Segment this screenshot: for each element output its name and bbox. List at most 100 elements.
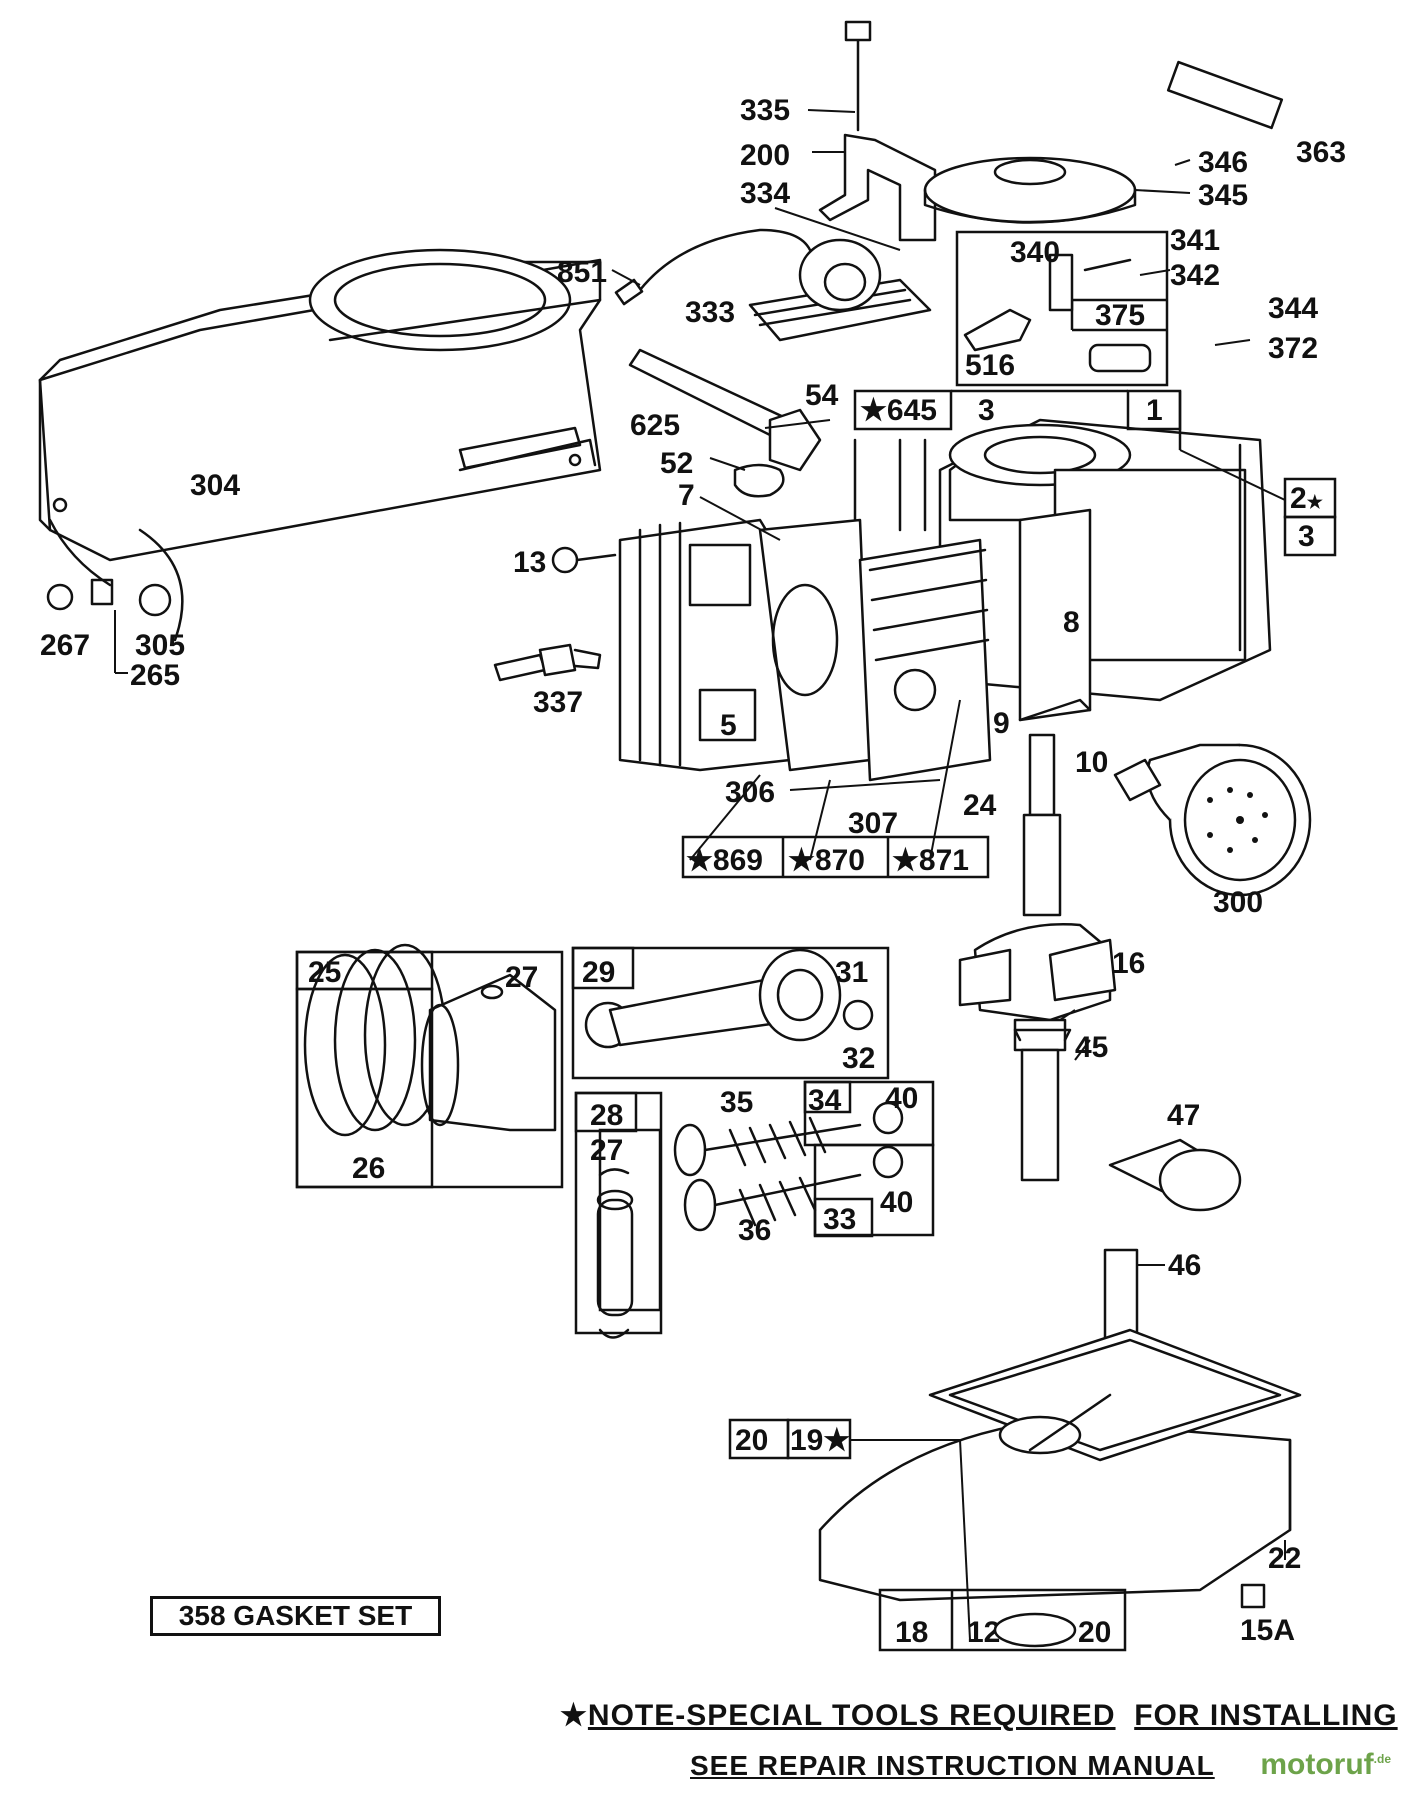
wrist-pin-part: [596, 1168, 634, 1339]
callout-52: 52: [660, 447, 693, 480]
callout-54: 54: [805, 379, 839, 412]
callout-32: 32: [842, 1042, 875, 1075]
label-box-645: [853, 389, 953, 431]
callout-363: 363: [1296, 136, 1346, 169]
crankcase-base-part: [818, 1328, 1302, 1602]
note-text-part2: FOR INSTALLING: [1134, 1699, 1398, 1732]
callout-870: ★870: [788, 844, 865, 877]
label-box-34: [803, 1080, 852, 1114]
callout-20b: 20: [1078, 1616, 1111, 1649]
callout-345: 345: [1198, 179, 1248, 212]
callout-346: 346: [1198, 146, 1248, 179]
callout-516: 516: [965, 349, 1015, 382]
callout-36: 36: [738, 1214, 771, 1247]
callout-33: 33: [823, 1203, 856, 1236]
callout-22: 22: [1268, 1542, 1301, 1575]
cylinder-head-part: [618, 508, 1092, 782]
callout-13: 13: [513, 546, 546, 579]
callout-851: 851: [557, 256, 607, 289]
connecting-rod-box: [571, 946, 890, 1080]
callout-10: 10: [1075, 746, 1108, 779]
callout-24: 24: [963, 789, 997, 822]
callout-342: 342: [1170, 259, 1220, 292]
connecting-rod-part: [584, 948, 874, 1049]
watermark-logo: motoruf.de: [1260, 1748, 1391, 1781]
callout-305: 305: [135, 629, 185, 662]
cover-plate-part: [923, 60, 1284, 224]
callout-1: 1: [1146, 394, 1163, 427]
callout-27a: 27: [505, 961, 538, 994]
oil-seal-part: [993, 1612, 1077, 1648]
callout-300: 300: [1213, 886, 1263, 919]
callout-267: 267: [40, 629, 90, 662]
callout-7: 7: [678, 479, 695, 512]
callout-25: 25: [308, 956, 341, 989]
head-bolt-part: [551, 546, 617, 574]
gasket-set-label: 358 GASKET SET: [150, 1596, 441, 1636]
piston-part: [303, 943, 557, 1137]
governor-parts-box: [955, 230, 1169, 387]
callout-34: 34: [808, 1084, 842, 1117]
callout-871: ★871: [892, 844, 969, 877]
note-text-part1: NOTE-SPECIAL TOOLS REQUIRED: [587, 1699, 1116, 1732]
callout-15a: 15A: [1240, 1614, 1295, 1647]
callout-869: ★869: [686, 844, 763, 877]
blower-housing-part: [38, 248, 602, 562]
callout-337: 337: [533, 686, 583, 719]
callout-306: 306: [725, 776, 775, 809]
base-parts-box: [878, 1588, 1127, 1652]
callout-372: 372: [1268, 332, 1318, 365]
callout-333: 333: [685, 296, 735, 329]
callout-341: 341: [1170, 224, 1220, 257]
bracket-part: [818, 20, 937, 242]
muffler-part: [1113, 743, 1312, 897]
special-tools-note: ★NOTE-SPECIAL TOOLS REQUIRED FOR INSTALL…: [560, 1698, 1398, 1733]
callout-2: 2★: [1290, 482, 1324, 515]
callout-200: 200: [740, 139, 790, 172]
callout-27b: 27: [590, 1134, 623, 1167]
callout-335: 335: [740, 94, 790, 127]
callout-375: 375: [1095, 299, 1145, 332]
callout-3a: 3: [978, 394, 995, 427]
callout-40b: 40: [880, 1186, 913, 1219]
wrist-pin-inner-box: [598, 1128, 662, 1312]
callout-307: 307: [848, 807, 898, 840]
callout-20a: 20: [735, 1424, 768, 1457]
callout-31: 31: [835, 956, 868, 989]
callout-340: 340: [1010, 236, 1060, 269]
callout-304: 304: [190, 469, 240, 502]
callout-344: 344: [1268, 292, 1318, 325]
callout-16: 16: [1112, 947, 1145, 980]
callout-35: 35: [720, 1086, 753, 1119]
callout-645: ★645: [860, 394, 937, 427]
callout-28: 28: [590, 1099, 623, 1132]
crankshaft-part: [958, 733, 1117, 1182]
callout-19: 19★: [790, 1424, 850, 1457]
callout-334: 334: [740, 177, 790, 210]
note-star: ★: [560, 1699, 588, 1732]
valve-part: [673, 1101, 904, 1232]
callout-5: 5: [720, 709, 737, 742]
valve-box-lower: [813, 1143, 935, 1237]
callout-3b: 3: [1298, 520, 1315, 553]
callout-625: 625: [630, 409, 680, 442]
callout-18: 18: [895, 1616, 928, 1649]
shroud-fasteners-part: [46, 518, 184, 642]
callout-47: 47: [1167, 1099, 1200, 1132]
label-box-3b: [1283, 515, 1337, 557]
callout-265: 265: [130, 659, 180, 692]
armature-part: [614, 228, 932, 342]
callout-8: 8: [1063, 606, 1080, 639]
rings-box: [295, 987, 434, 1189]
callout-46: 46: [1168, 1249, 1201, 1282]
label-box-29: [571, 946, 635, 990]
gasket-kit-boxes: [681, 835, 990, 879]
callout-29: 29: [582, 956, 615, 989]
label-box-33: [813, 1197, 874, 1238]
callout-26: 26: [352, 1152, 385, 1185]
leader-lines: [114, 109, 1286, 1641]
spark-plug-part: [493, 643, 602, 682]
callout-45: 45: [1075, 1031, 1108, 1064]
